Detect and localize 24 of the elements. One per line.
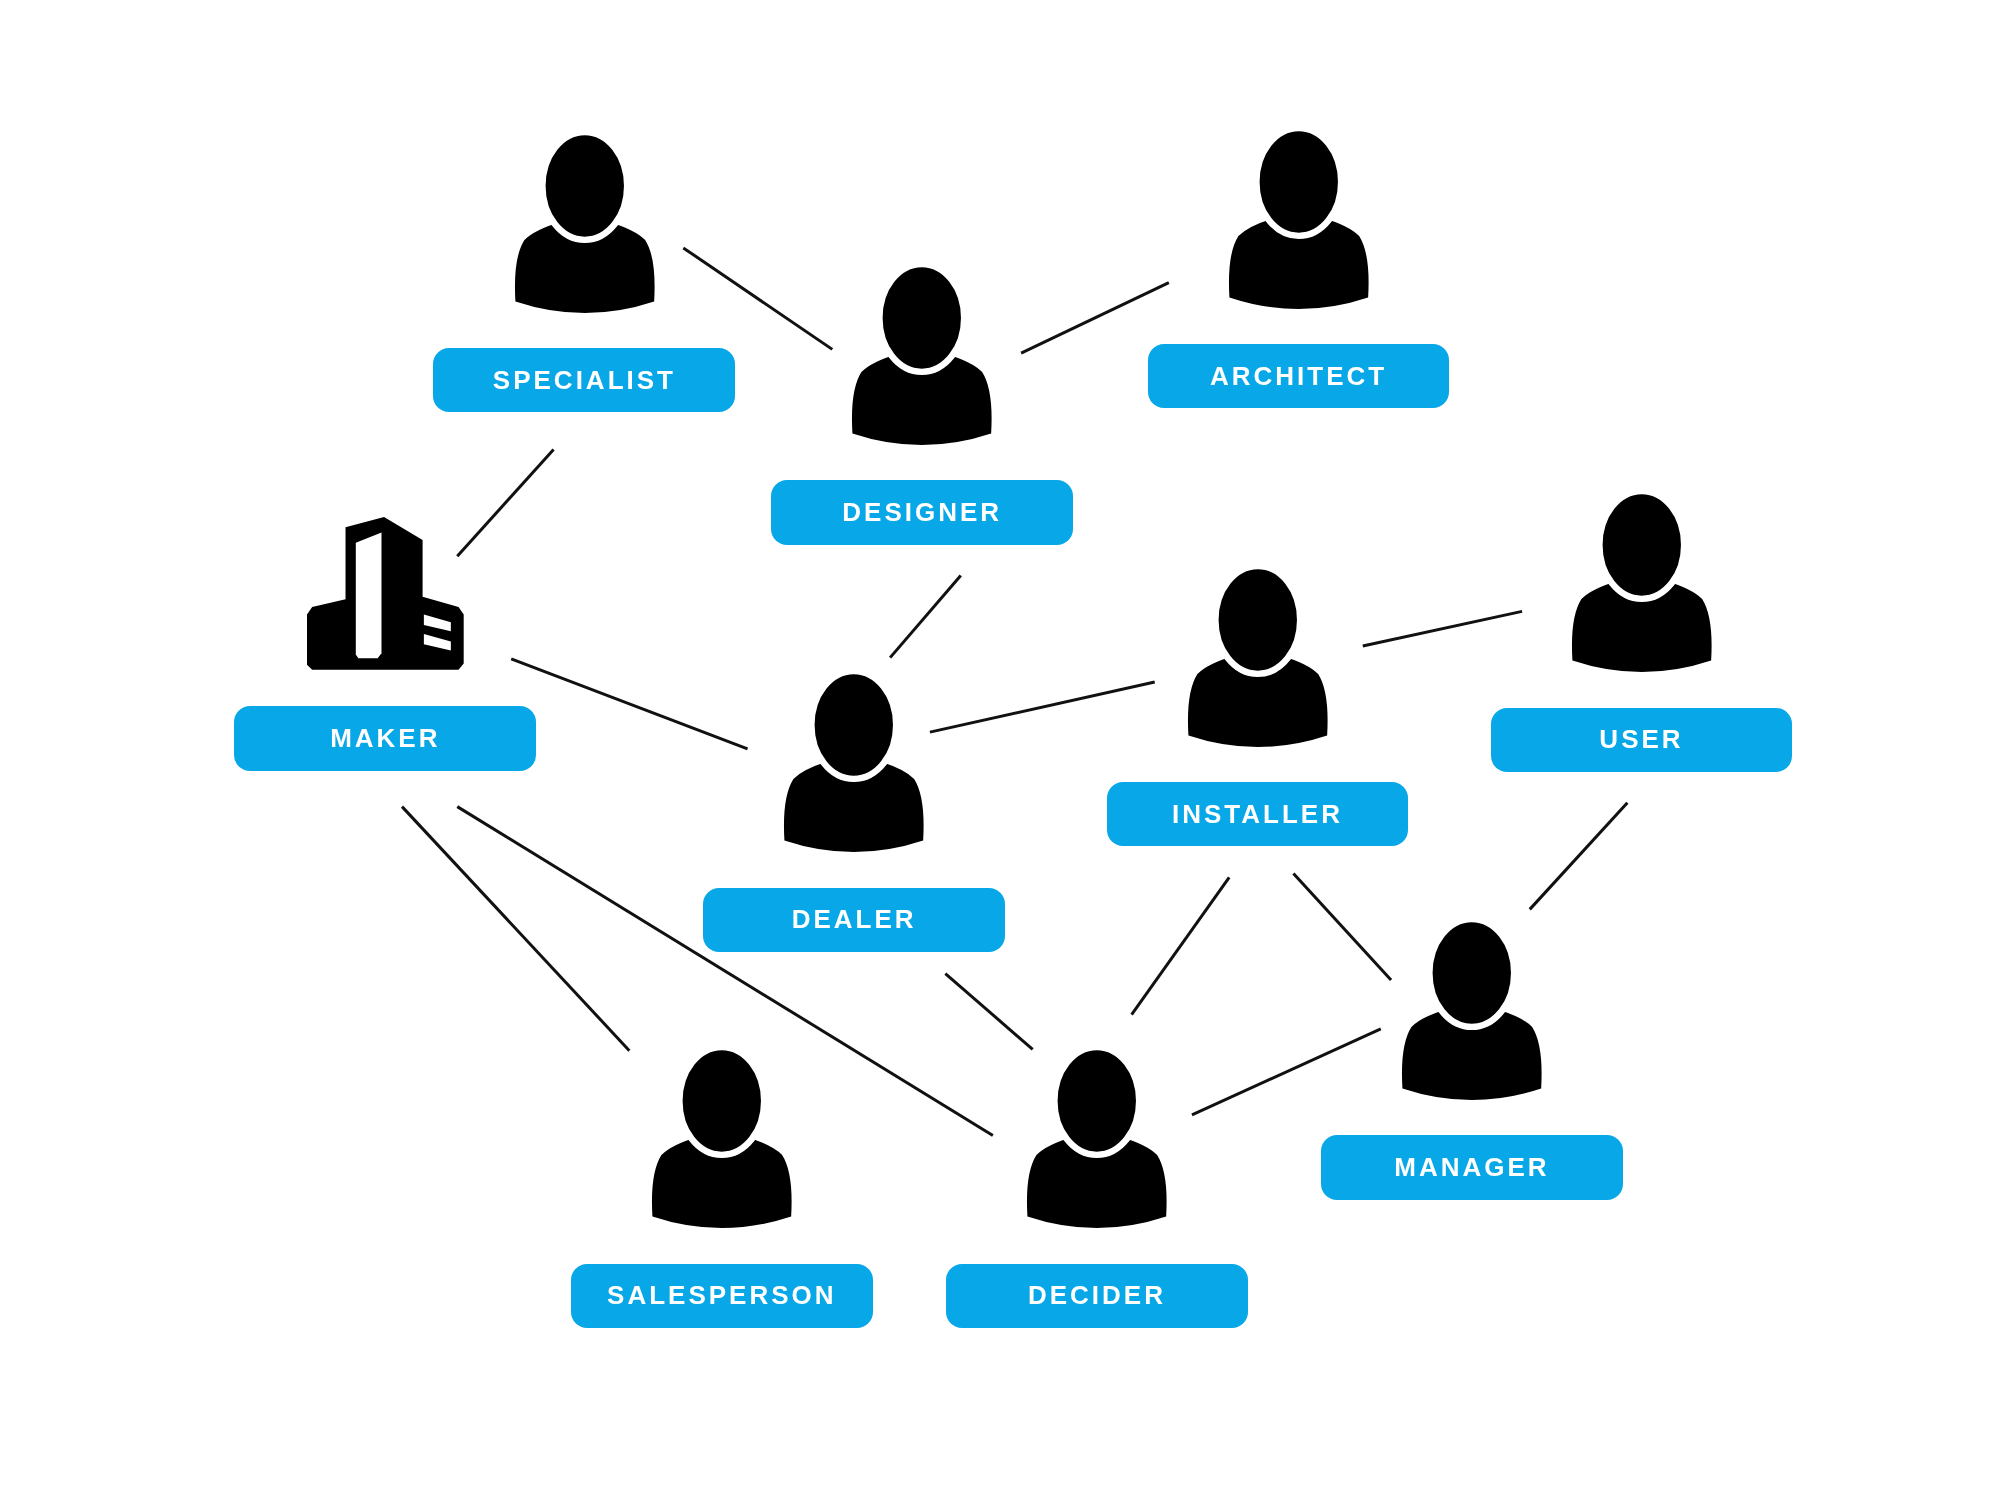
role-label: SPECIALIST bbox=[433, 348, 736, 413]
connector-line bbox=[510, 657, 749, 751]
connector-line bbox=[1020, 281, 1170, 355]
role-label: INSTALLER bbox=[1106, 782, 1409, 847]
role-label: MANAGER bbox=[1321, 1135, 1623, 1200]
connector-line bbox=[456, 448, 555, 558]
connector-line bbox=[929, 680, 1156, 734]
role-label: DECIDER bbox=[946, 1263, 1248, 1329]
connector-line bbox=[1528, 801, 1629, 911]
role-label: USER bbox=[1490, 707, 1793, 772]
connector-line bbox=[889, 574, 962, 659]
connector-line bbox=[1191, 1027, 1382, 1117]
role-label: ARCHITECT bbox=[1147, 344, 1450, 409]
connector-line bbox=[456, 805, 994, 1137]
connector-line bbox=[1362, 609, 1523, 648]
connector-line bbox=[682, 246, 834, 351]
role-label: MAKER bbox=[234, 706, 537, 771]
connector-line bbox=[400, 805, 631, 1052]
role-label: SALESPERSON bbox=[570, 1263, 873, 1329]
connector-line bbox=[1130, 876, 1231, 1016]
role-label: DEALER bbox=[703, 887, 1006, 952]
connector-line bbox=[1292, 872, 1393, 982]
connector-line bbox=[944, 972, 1034, 1051]
role-label: DESIGNER bbox=[771, 480, 1074, 545]
